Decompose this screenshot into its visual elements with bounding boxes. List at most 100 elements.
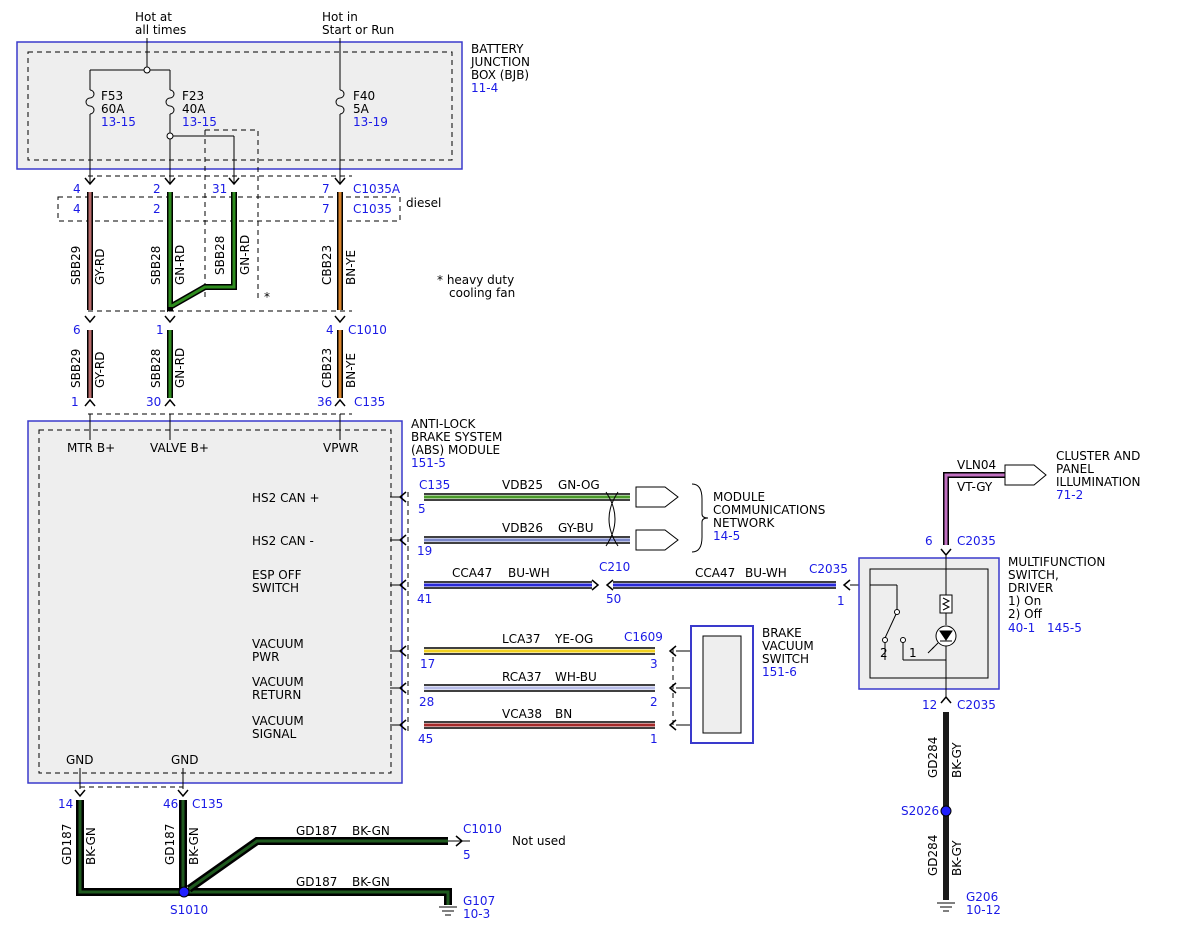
c135-top-name: C135 (354, 395, 385, 409)
abs-pin-mtr-b: MTR B+ (67, 441, 115, 455)
abs-pin-vpwr: VPWR (323, 441, 359, 455)
gd187-2-circuit: GD187 (163, 824, 177, 865)
bjb-ref-link[interactable]: 11-4 (471, 81, 498, 95)
lower-wire-3-color: BN-YE (344, 353, 358, 388)
mfs-ref-link-1[interactable]: 40-1 (1008, 621, 1035, 635)
footnote-line2: cooling fan (449, 286, 515, 300)
wire-gd284-color-2: BK-GY (950, 840, 964, 876)
wire-vdb26-color: GY-BU (558, 521, 594, 535)
abs-right-arrows (398, 491, 407, 731)
gd187-3-circuit: GD187 (296, 824, 337, 838)
c2035-top-pin: 6 (925, 534, 933, 548)
illum-label-line1: CLUSTER AND (1056, 449, 1140, 463)
network-brace-icon (691, 483, 709, 553)
gd187-3-color: BK-GN (352, 824, 390, 838)
brake-switch-ref-link[interactable]: 151-6 (762, 665, 797, 679)
fuse-f23-name: F23 (182, 89, 204, 103)
c1010-notused-name: C1010 (463, 822, 502, 836)
c1010-name: C1010 (348, 323, 387, 337)
network-label-line3: NETWORK (713, 516, 776, 530)
abs-pin-vacuum-signal-line2: SIGNAL (252, 727, 297, 741)
network-ref-link[interactable]: 14-5 (713, 529, 740, 543)
ground-g206-name: G206 (966, 890, 998, 904)
bjb-label-line3: BOX (BJB) (471, 68, 529, 82)
fuse-f53-rating: 60A (101, 102, 125, 116)
splice-s1010-icon (178, 886, 190, 898)
wire-vln04 (944, 473, 1005, 545)
bjb-feed-lines (85, 38, 345, 183)
wire-rca37-pin: 28 (419, 695, 434, 709)
upper-wire-1-color: GY-RD (93, 248, 107, 285)
gd187-4-color: BK-GN (352, 875, 390, 889)
illum-ref-link[interactable]: 71-2 (1056, 488, 1083, 502)
fuse-f23-ref[interactable]: 13-15 (182, 115, 217, 129)
c135-top-arrows (84, 398, 346, 407)
c1035-pin-2: 2 (153, 202, 161, 216)
c2035-bottom-pin: 12 (922, 698, 937, 712)
wire-vdb26-circuit: VDB26 (502, 521, 543, 535)
gd187-4-circuit: GD187 (296, 875, 337, 889)
upper-wire-4-color: BN-YE (344, 250, 358, 285)
mfs-contact-1-icon (900, 637, 906, 643)
mfs-ref-link-2[interactable]: 145-5 (1047, 621, 1082, 635)
wire-vca38-pin: 45 (418, 732, 433, 746)
gd187-wires (76, 800, 452, 905)
abs-pin-vacuum-pwr-line2: PWR (252, 650, 279, 664)
c2035-top-name: C2035 (957, 534, 996, 548)
ground-g206-ref[interactable]: 10-12 (966, 903, 1001, 917)
upper-wires (87, 192, 343, 313)
fuse-f53-ref[interactable]: 13-15 (101, 115, 136, 129)
abs-ref-link[interactable]: 151-5 (411, 456, 446, 470)
splice-s1010-name: S1010 (170, 903, 208, 917)
bjb-label-line2: JUNCTION (470, 55, 530, 69)
network-label-line2: COMMUNICATIONS (713, 503, 825, 517)
ground-g107-ref[interactable]: 10-3 (463, 907, 490, 921)
source-hot-at-all-times-line1: Hot at (135, 10, 172, 24)
c1010-pin-1: 6 (73, 323, 81, 337)
abs-pin-vacuum-return-line2: RETURN (252, 688, 301, 702)
abs-label-line2: BRAKE SYSTEM (411, 430, 502, 444)
splice-s2026-name: S2026 (901, 804, 939, 818)
c135-gnd-pin-14: 14 (58, 797, 73, 811)
lower-wires (87, 330, 343, 398)
wire-vdb26-pin: 19 (417, 544, 432, 558)
abs-label-line1: ANTI-LOCK (411, 417, 476, 431)
c2035-pin-1: 1 (837, 594, 845, 608)
wire-gd284-color-1: BK-GY (950, 742, 964, 778)
twisted-pair-icon (605, 491, 619, 547)
wire-vln04-color: VT-GY (957, 480, 993, 494)
c1609-name: C1609 (624, 630, 663, 644)
splice-s2026-icon (940, 805, 952, 817)
wire-cca47-color: BU-WH (508, 566, 550, 580)
fuse-f53-name: F53 (101, 89, 123, 103)
upper-wire-2-color: GN-RD (173, 245, 187, 285)
abs-pin-hs2-can-plus: HS2 CAN + (252, 491, 320, 505)
footnote-line1: * heavy duty (437, 273, 514, 287)
wire-vdb25-pin: 5 (418, 502, 426, 516)
mfs-contact-2-icon (882, 637, 888, 643)
c135-gnd-pin-46: 46 (163, 797, 178, 811)
fuse-f23-icon (165, 89, 175, 115)
c1035-name: C1035 (353, 202, 392, 216)
wire-gd284-circuit-2: GD284 (926, 835, 940, 876)
c1010-pin-3: 4 (326, 323, 334, 337)
abs-pin-esp-off-line1: ESP OFF (252, 568, 302, 582)
fuse-f40-rating: 5A (353, 102, 370, 116)
fuse-f40-ref[interactable]: 13-19 (353, 115, 388, 129)
multifunction-switch-internals (870, 575, 957, 678)
c2035-arrow (842, 579, 851, 591)
upper-wire-4-circuit: CBB23 (320, 245, 334, 285)
abs-pin-vacuum-pwr-line1: VACUUM (252, 637, 304, 651)
not-used-label: Not used (512, 834, 566, 848)
c210-arrow-in (591, 579, 600, 591)
c135-right-name: C135 (419, 478, 450, 492)
mfs-label-line2: SWITCH, (1008, 568, 1059, 582)
brake-switch-label-line3: SWITCH (762, 652, 809, 666)
source-hot-in-start-run-line2: Start or Run (322, 23, 394, 37)
abs-pin-valve-b: VALVE B+ (150, 441, 209, 455)
illum-label-line2: PANEL (1056, 462, 1094, 476)
fuse-f53-icon (85, 89, 95, 115)
c2035-bottom-arrow (940, 695, 952, 704)
abs-gnd-leads (79, 768, 184, 789)
mfs-label-line3: DRIVER (1008, 581, 1053, 595)
